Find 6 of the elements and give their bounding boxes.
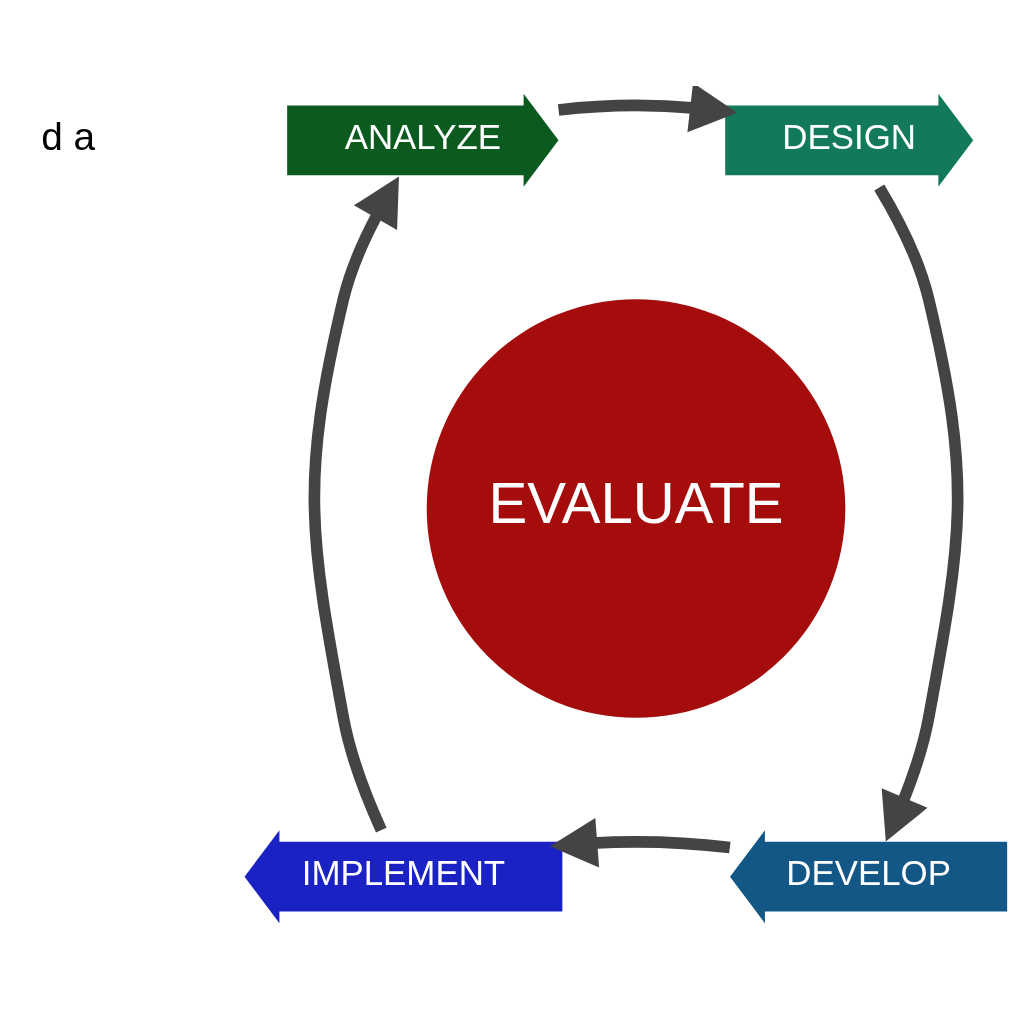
arrow <box>557 86 738 133</box>
label: d a <box>41 114 96 158</box>
arrow <box>549 817 731 868</box>
arrow <box>874 184 964 842</box>
node-circle: EVALUATE <box>426 299 846 718</box>
arrow <box>308 176 399 833</box>
